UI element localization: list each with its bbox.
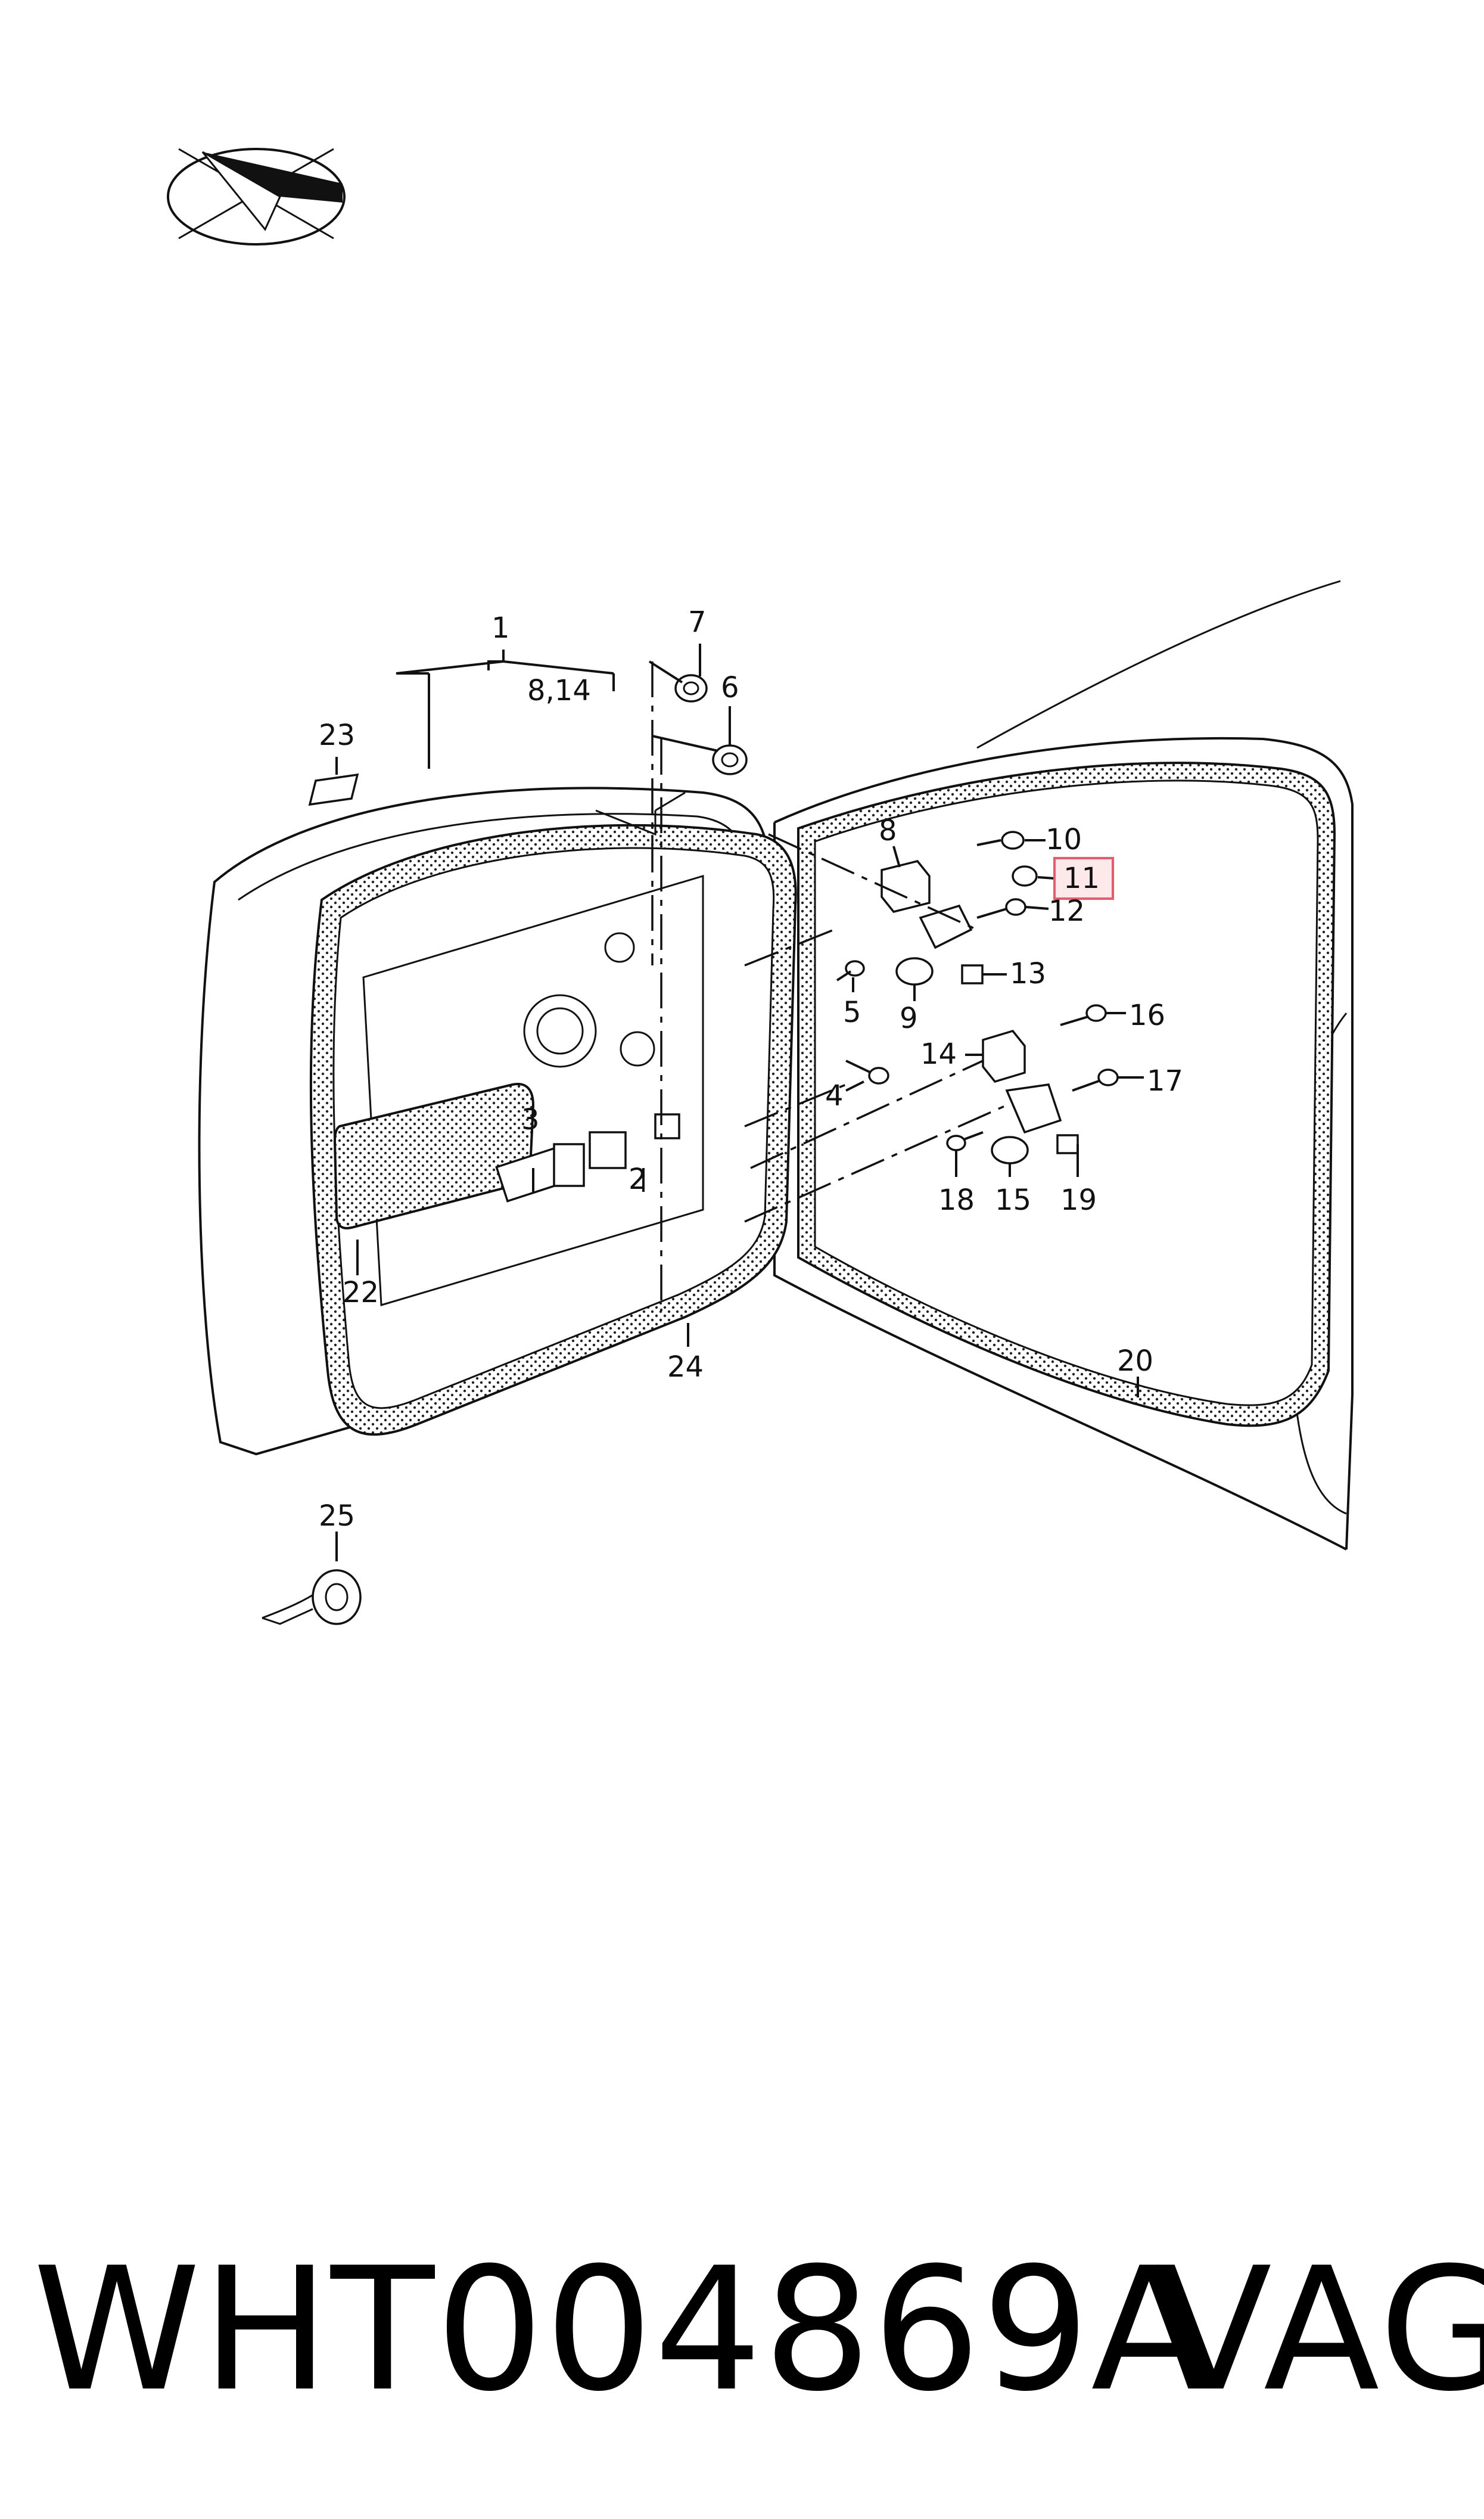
callout-2: 2	[629, 1163, 647, 1196]
tape-roll-25	[262, 1569, 362, 1625]
callout-15: 15	[995, 1184, 1031, 1217]
leader-lines	[335, 644, 1144, 1561]
callout-5: 5	[843, 996, 861, 1029]
lower-hinge	[946, 1004, 1119, 1164]
brand-name: VAG	[1156, 2231, 1484, 2429]
callout-7: 7	[688, 605, 707, 639]
orientation-arrow-icon	[167, 148, 346, 246]
grommet-6	[712, 744, 748, 775]
footer: WHT004869A VAG	[0, 2241, 1484, 2419]
callout-8: 8	[879, 814, 897, 847]
body-side-frame	[773, 580, 1354, 1551]
callout-24: 24	[667, 1350, 704, 1384]
callout-1: 1	[491, 611, 510, 645]
callout-22: 22	[343, 1276, 379, 1309]
callout-13: 13	[1010, 957, 1046, 990]
upper-hinge	[881, 831, 1038, 986]
callout-18: 18	[938, 1184, 975, 1217]
callout-6: 6	[721, 671, 739, 704]
highlight-box-11	[1053, 857, 1114, 900]
callout-3: 3	[521, 1103, 540, 1136]
callout-25: 25	[319, 1499, 355, 1533]
callout-17: 17	[1147, 1064, 1183, 1098]
clip-23	[308, 773, 359, 806]
bolt-5	[836, 960, 865, 981]
part-number: WHT004869A	[33, 2231, 1209, 2429]
callout-11: 11	[1063, 862, 1100, 895]
callout-20: 20	[1117, 1344, 1153, 1378]
grommet-7	[674, 674, 708, 703]
callout-10: 10	[1046, 823, 1082, 856]
bolt-4	[845, 1060, 889, 1085]
callout-19: 19	[1060, 1184, 1097, 1217]
callout-23: 23	[319, 719, 355, 752]
callout-8-14: 8,14	[527, 674, 591, 707]
callout-9: 9	[900, 1002, 918, 1035]
callout-16: 16	[1129, 999, 1165, 1032]
callout-4: 4	[825, 1079, 844, 1113]
assembly-lines	[651, 661, 1013, 1311]
callout-12: 12	[1049, 894, 1085, 928]
callout-14: 14	[920, 1038, 957, 1071]
